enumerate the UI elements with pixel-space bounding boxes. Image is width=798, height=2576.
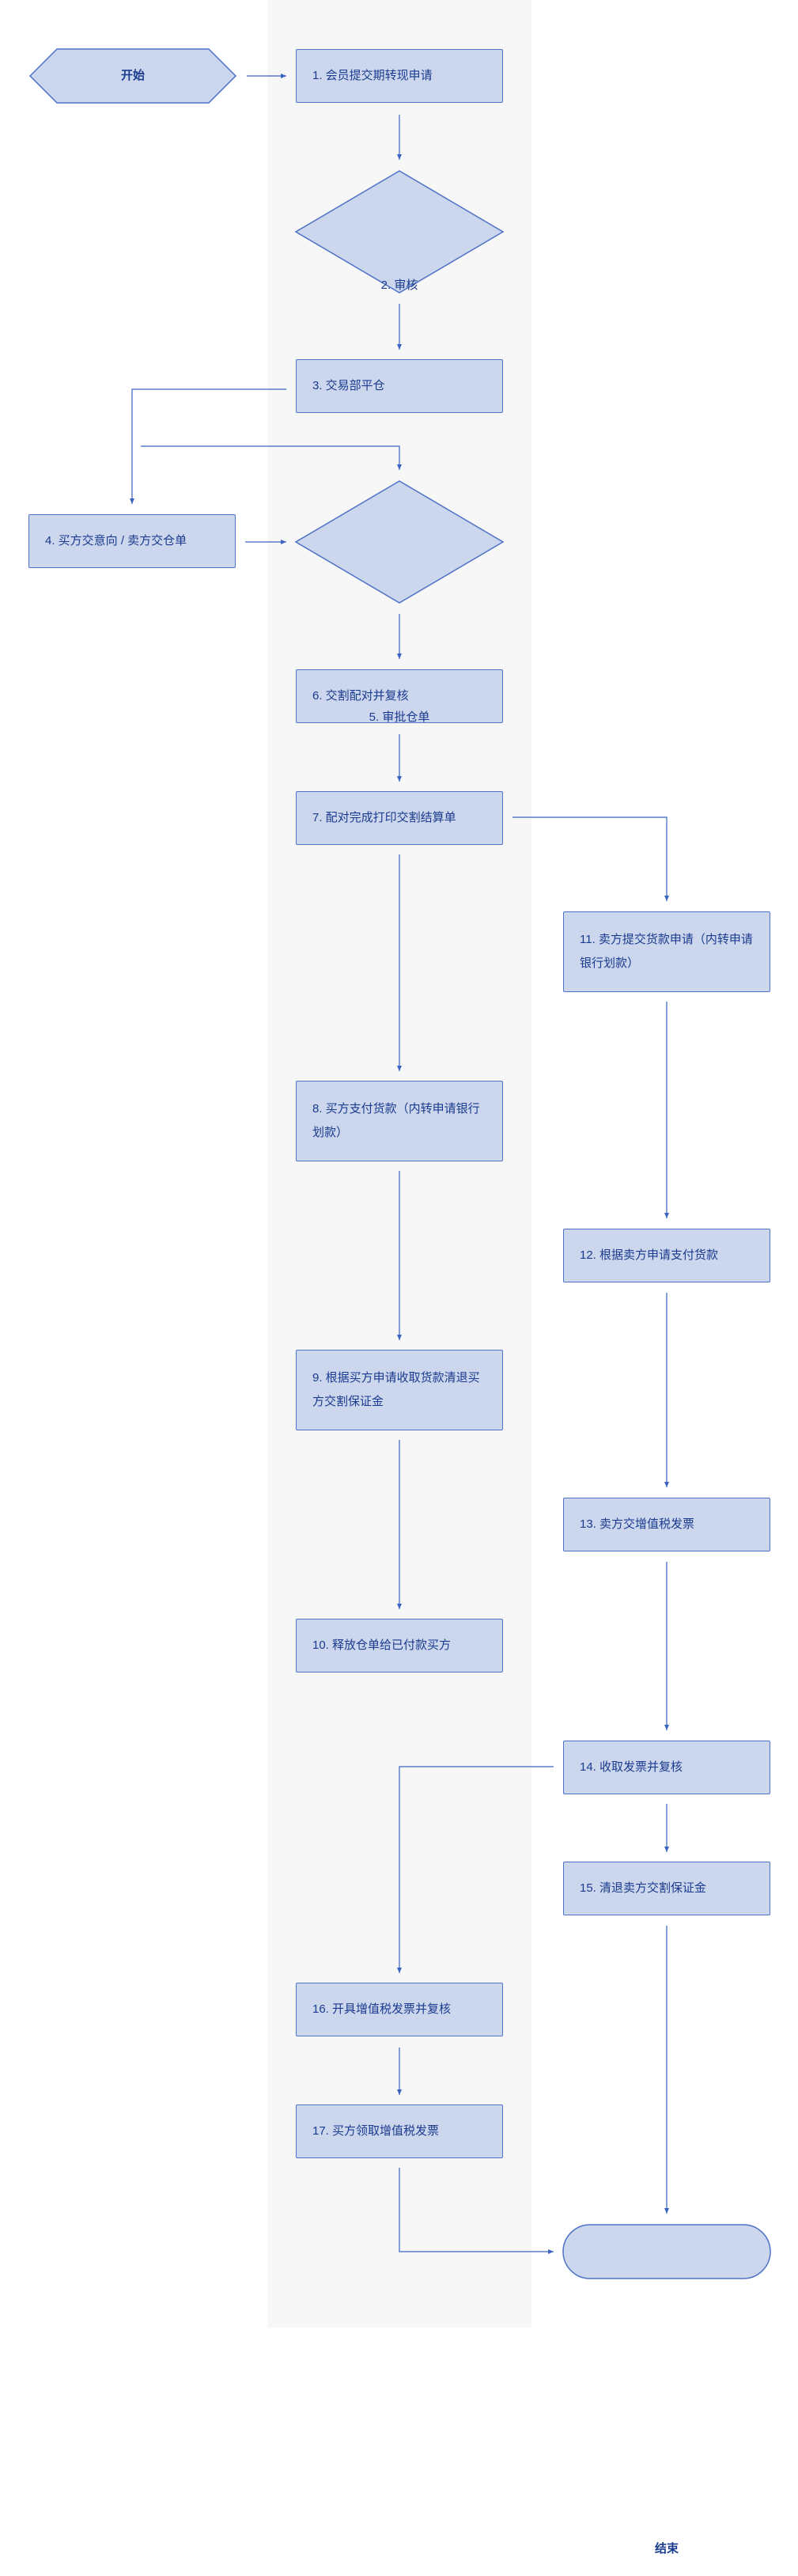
step-13-node: 13. 卖方交增值税发票 <box>563 1498 770 1551</box>
start-shape <box>28 48 237 104</box>
decision-2-shape <box>294 170 505 294</box>
step-16-node: 16. 开具增值税发票并复核 <box>296 1983 503 2036</box>
step-14-label: 14. 收取发票并复核 <box>580 1760 683 1774</box>
step-5-node: 5. 审批仓单 <box>296 657 503 778</box>
step-2-label: 2. 审核 <box>380 278 418 292</box>
end-node: 结束 <box>563 2522 770 2576</box>
step-1-label: 1. 会员提交期转现申请 <box>312 69 433 82</box>
decision-5-shape <box>294 480 505 604</box>
step-17-node: 17. 买方领取增值税发票 <box>296 2104 503 2158</box>
end-label: 结束 <box>654 2542 679 2555</box>
arrow-14-16 <box>397 1766 554 1973</box>
step-8-label: 8. 买方支付货款（内转申请银行划款） <box>312 1102 480 1139</box>
step-6-node: 6. 交割配对并复核 <box>296 669 503 723</box>
step-9-label: 9. 根据买方申请收取货款清退买方交割保证金 <box>312 1371 480 1408</box>
step-15-node: 15. 清退卖方交割保证金 <box>563 1862 770 1915</box>
step-4-label: 4. 买方交意向 / 卖方交仓单 <box>45 534 187 547</box>
step-12-label: 12. 根据卖方申请支付货款 <box>580 1248 719 1262</box>
step-6-label: 6. 交割配对并复核 <box>312 689 409 703</box>
step-10-label: 10. 释放仓单给已付款买方 <box>312 1638 452 1652</box>
step-15-label: 15. 清退卖方交割保证金 <box>580 1881 707 1895</box>
step-12-node: 12. 根据卖方申请支付货款 <box>563 1229 770 1282</box>
step-14-node: 14. 收取发票并复核 <box>563 1741 770 1794</box>
step-1-node: 1. 会员提交期转现申请 <box>296 49 503 103</box>
step-11-label: 11. 卖方提交货款申请（内转申请银行划款） <box>580 933 753 970</box>
step-10-node: 10. 释放仓单给已付款买方 <box>296 1619 503 1673</box>
step-16-label: 16. 开具增值税发票并复核 <box>312 2002 452 2016</box>
start-label: 开始 <box>120 69 145 82</box>
step-5-label: 5. 审批仓单 <box>369 710 430 724</box>
arrow-7-11 <box>512 816 669 901</box>
step-7-label: 7. 配对完成打印交割结算单 <box>312 811 456 824</box>
step-13-label: 13. 卖方交增值税发票 <box>580 1517 695 1531</box>
step-3-node: 3. 交易部平仓 <box>296 359 503 413</box>
arrow-3-4 <box>130 388 286 504</box>
step-4-node: 4. 买方交意向 / 卖方交仓单 <box>28 514 236 568</box>
arrow-17-end <box>399 2168 554 2254</box>
step-11-node: 11. 卖方提交货款申请（内转申请银行划款） <box>563 911 770 992</box>
step-2-node: 2. 审核 <box>296 225 503 347</box>
step-9-node: 9. 根据买方申请收取货款清退买方交割保证金 <box>296 1350 503 1430</box>
step-3-label: 3. 交易部平仓 <box>312 379 385 392</box>
start-node: 开始 <box>30 49 236 103</box>
end-shape <box>562 2224 771 2279</box>
step-8-node: 8. 买方支付货款（内转申请银行划款） <box>296 1081 503 1161</box>
flow-connectors <box>28 48 771 2279</box>
step-7-node: 7. 配对完成打印交割结算单 <box>296 791 503 845</box>
step-17-label: 17. 买方领取增值税发票 <box>312 2124 440 2138</box>
arrow-4-5-top <box>141 445 402 470</box>
